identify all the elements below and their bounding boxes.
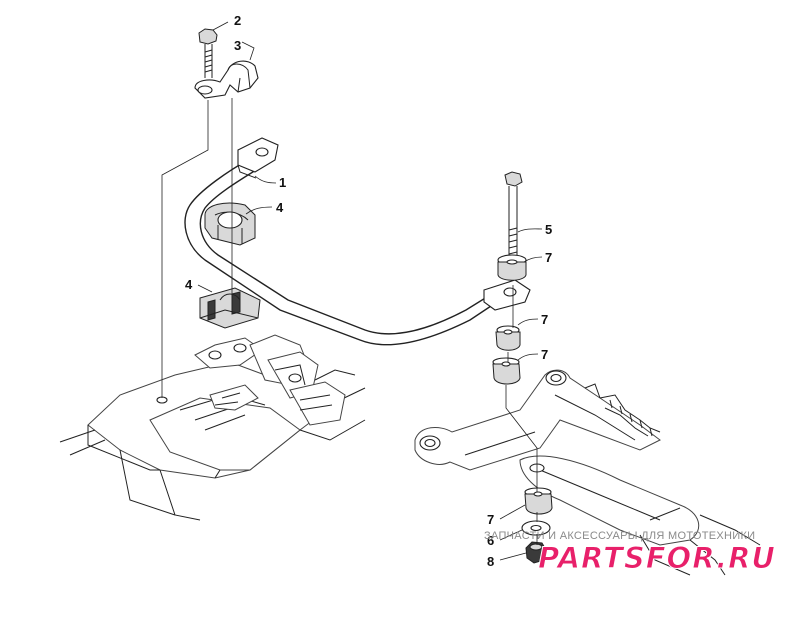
- callout-4-upper: 4: [276, 200, 284, 215]
- callout-7-mid1: 7: [541, 312, 548, 327]
- grommet-7-bottom: [524, 487, 553, 515]
- clamp-bracket-3: [194, 60, 259, 99]
- callout-labels: 2 3 1 4 5 7 4 7 7 7 6 8: [185, 13, 552, 569]
- callout-8: 8: [487, 554, 494, 569]
- callout-4-lower: 4: [185, 277, 193, 292]
- stabilizer-bar: [184, 137, 531, 346]
- callout-7-mid2: 7: [541, 347, 548, 362]
- callout-3: 3: [234, 38, 241, 53]
- bolt-5: [504, 171, 523, 262]
- callout-1: 1: [279, 175, 286, 190]
- bolt-2: [198, 28, 218, 78]
- watermark-logo: PARTSFOR.RU: [538, 541, 776, 575]
- callout-6: 6: [487, 533, 494, 548]
- nut-8: [525, 541, 547, 564]
- left-frame: [59, 334, 366, 521]
- callout-2: 2: [234, 13, 241, 28]
- callout-7-top: 7: [545, 250, 552, 265]
- grommet-7-mid2: [492, 357, 521, 385]
- washer-6: [521, 520, 551, 536]
- callout-5: 5: [545, 222, 552, 237]
- callout-leaders: [197, 21, 543, 561]
- grommet-7-top: [497, 254, 527, 281]
- right-a-arm: [414, 369, 761, 576]
- assembly-center-lines: [161, 98, 538, 545]
- upper-bushing-4: [204, 202, 256, 246]
- callout-7-bottom: 7: [487, 512, 494, 527]
- watermark: ЗАПЧАСТИ И АКСЕССУАРЫ ДЛЯ МОТОТЕХНИКИ PA…: [484, 530, 776, 576]
- grommet-7-mid1: [495, 325, 521, 351]
- watermark-caption: ЗАПЧАСТИ И АКСЕССУАРЫ ДЛЯ МОТОТЕХНИКИ: [484, 530, 755, 542]
- lower-bushing-4: [199, 287, 261, 329]
